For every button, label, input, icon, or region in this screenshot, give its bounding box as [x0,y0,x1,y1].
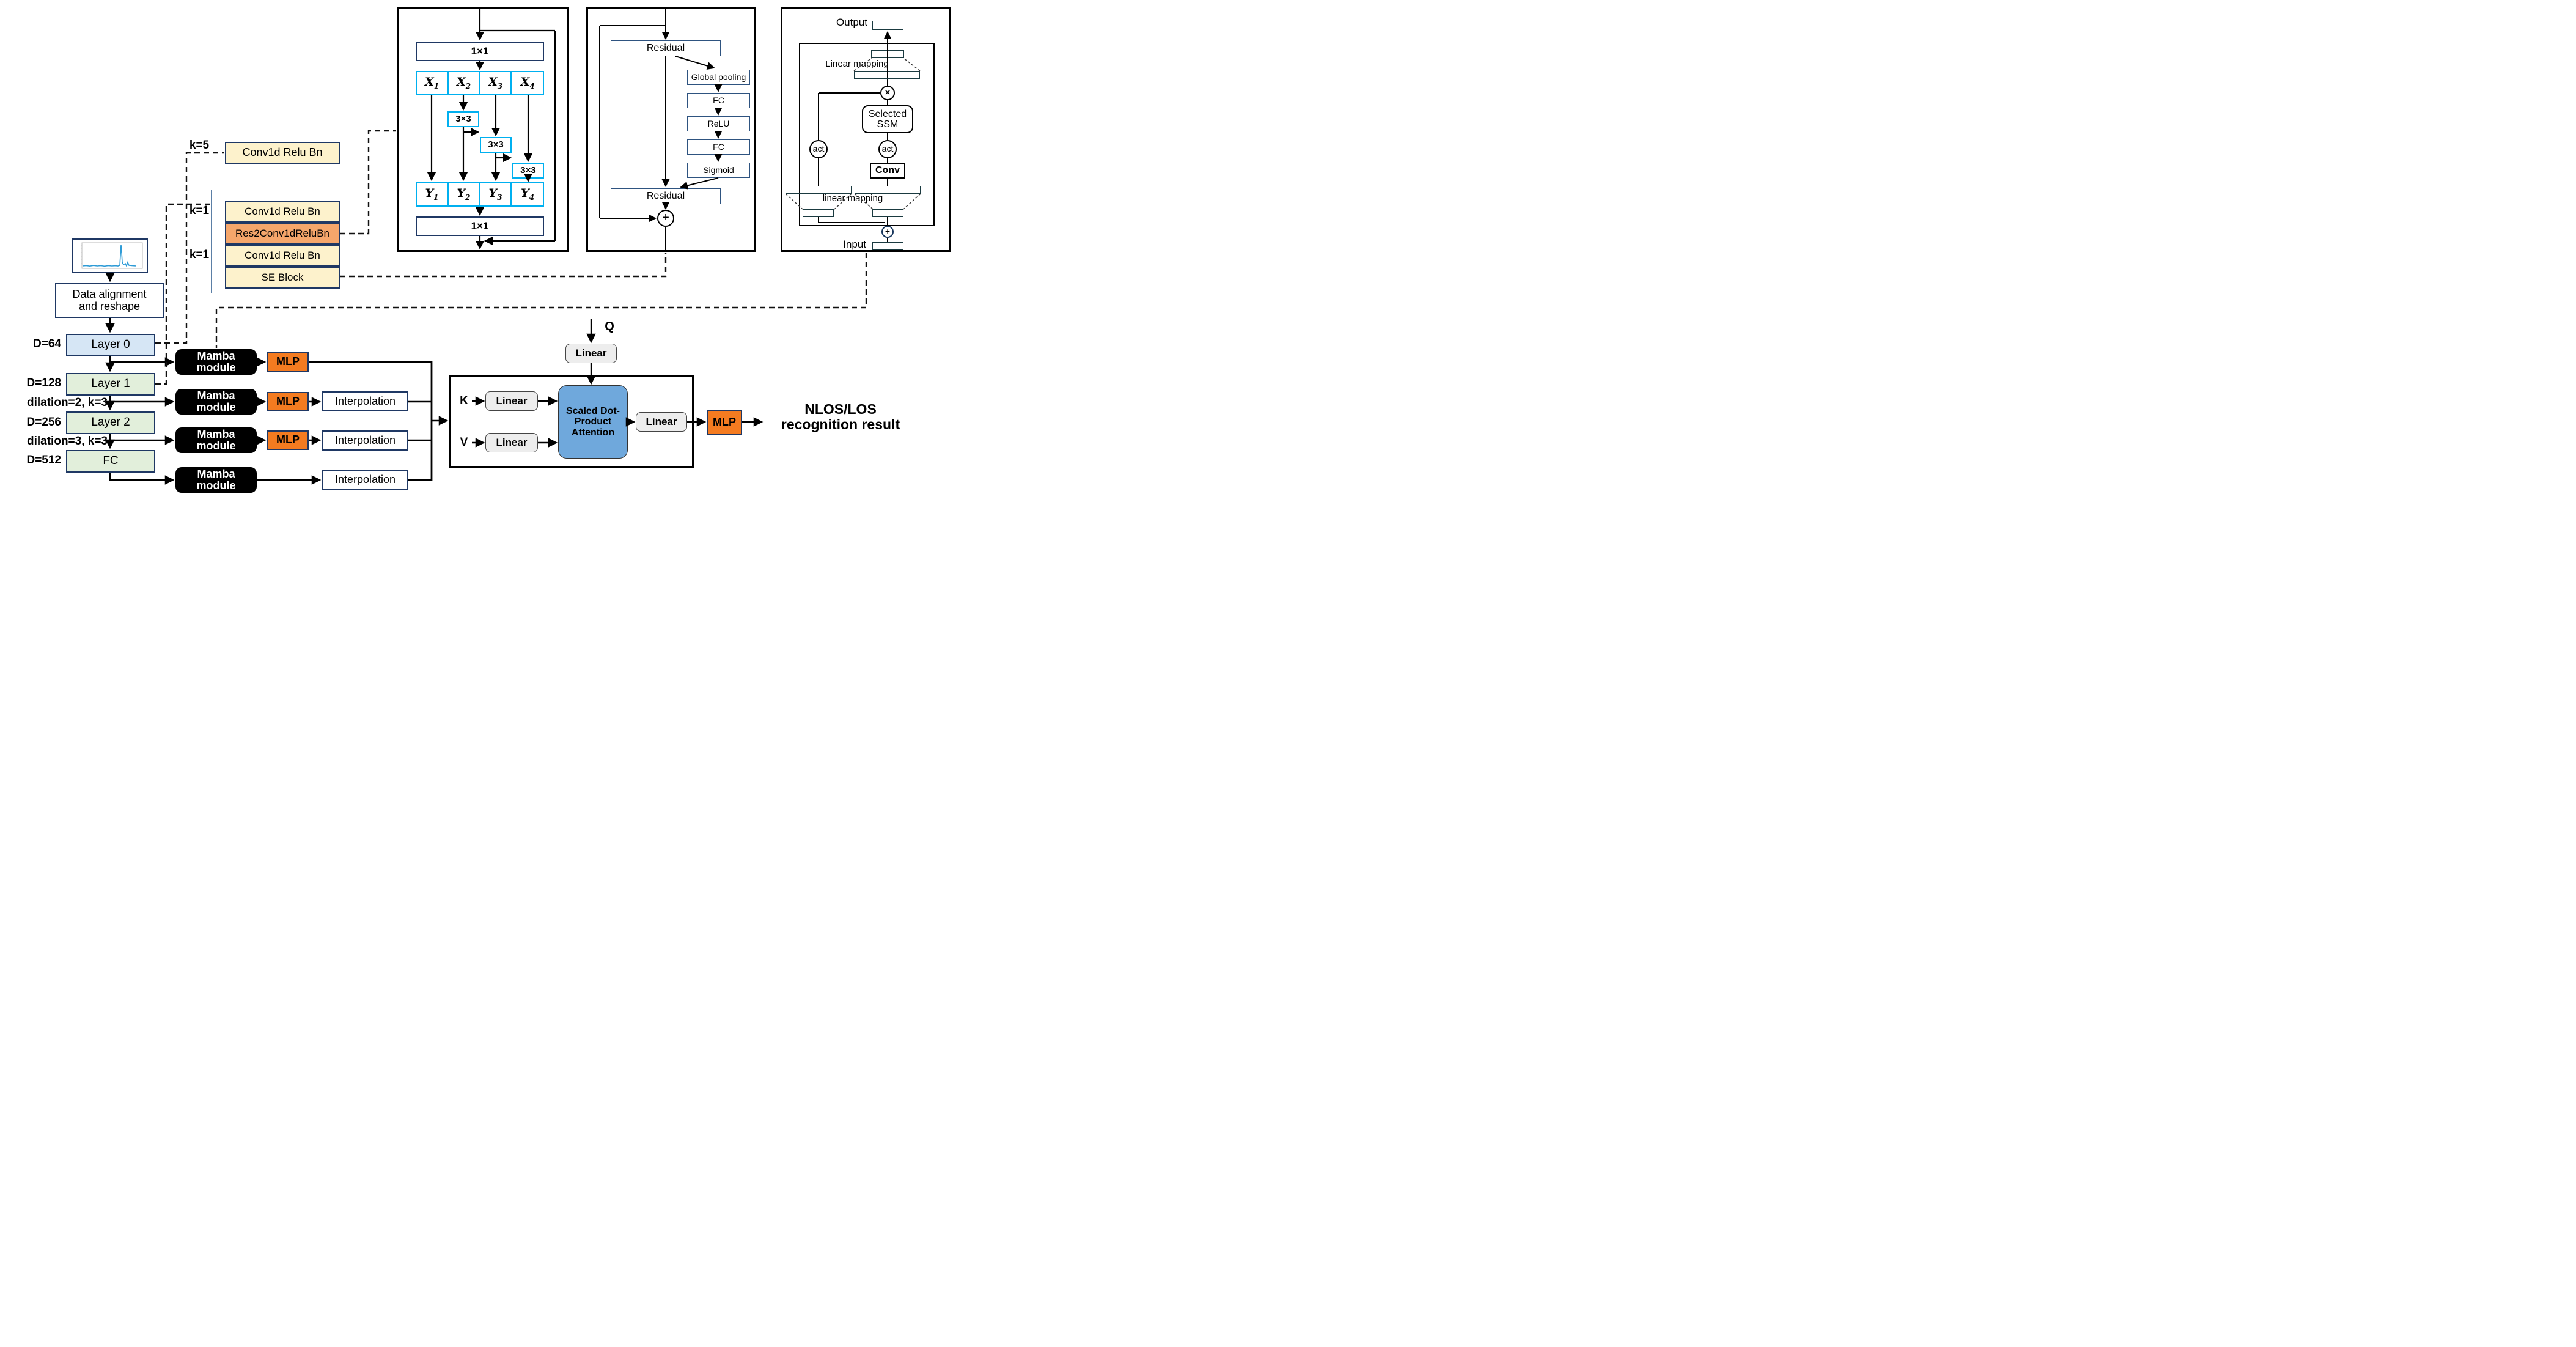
y1-label: Y1 [425,186,439,202]
conv1d-k5-box: Conv1d Relu Bn [225,142,340,164]
se-residual-top: Residual [611,40,721,56]
pipeline-arrows [256,357,449,485]
res2-conv3x3-1: 3×3 [447,111,479,127]
result-line2: recognition result [781,416,900,432]
y4-label: Y4 [521,186,534,202]
mamba-conv-box: Conv [870,163,905,179]
linear-k-box: Linear [485,391,538,411]
se-fc-2: FC [687,139,750,155]
architecture-figure: 1×1 X1 X2 X3 X4 3×3 3×3 3×3 Y1 Y2 Y3 Y4 … [0,0,959,501]
y2-cell: Y2 [447,182,480,207]
result-text: NLOS/LOS recognition result [764,397,917,437]
se-fc-1: FC [687,93,750,108]
x2-label: X2 [456,75,471,90]
output-token-strip [872,21,903,30]
result-line1: NLOS/LOS [804,401,877,418]
dim-annotation-d512: D=512 [26,454,61,467]
y3-cell: Y3 [479,182,512,207]
interpolation-box-2: Interpolation [322,430,408,451]
mamba-input-label: Input [843,238,866,250]
seblock-to-sepanel-link [340,253,667,278]
mamba-module-2: Mamba module [175,389,257,415]
se-residual-bottom: Residual [611,188,721,204]
multiply-icon: × [880,86,895,100]
mamba-module-4: Mamba module [175,467,257,493]
mamba-module-1: Mamba module [175,349,257,375]
y3-label: Y3 [488,186,502,202]
x2-cell: X2 [447,71,480,95]
interpolation-box-1: Interpolation [322,391,408,411]
x1-cell: X1 [416,71,448,95]
k1-annotation-2: k=1 [189,248,210,261]
res2-conv1x1-in: 1×1 [416,42,544,61]
se-global-pooling: Global pooling [687,70,750,85]
y2-label: Y2 [457,186,471,202]
add-icon: + [881,226,894,238]
mlp-box-2: MLP [267,392,309,411]
k1-annotation-1: k=1 [189,204,210,217]
q-label: Q [605,320,614,334]
k5-annotation: k=5 [189,139,210,152]
dim-annotation-d64: D=64 [33,338,61,350]
conv1x1-out-label: 1×1 [471,220,489,232]
res2-y-concat-row: Y1 Y2 Y3 Y4 [416,182,544,207]
se-sigmoid: Sigmoid [687,163,750,178]
linear-q-box: Linear [565,344,617,363]
mamba-module-3: Mamba module [175,427,257,453]
se-block-box: SE Block [225,267,340,289]
input-token-strip-right [872,209,903,217]
v-label: V [460,435,468,449]
act-left-circle: act [809,140,828,158]
y1-cell: Y1 [416,182,448,207]
input-signal-image [72,238,148,273]
layer-0-box: Layer 0 [66,334,155,356]
input-signal-plot [81,242,143,269]
linear-v-box: Linear [485,433,538,452]
conv1x1-label: 1×1 [471,45,489,57]
linear-mapping-bottom-label: linear mapping [822,193,883,204]
x3-label: X3 [488,75,503,90]
interpolation-box-3: Interpolation [322,470,408,490]
se-relu: ReLU [687,116,750,131]
res2-conv3x3-2: 3×3 [480,137,512,153]
input-token-strip [872,242,903,250]
layer-1-box: Layer 1 [66,373,155,396]
res2-x-split-row: X1 X2 X3 X4 [416,71,544,95]
input-token-strip-left [803,209,834,217]
act-right-circle: act [878,140,897,158]
y4-cell: Y4 [511,182,544,207]
dilation-note-1: dilation=2, k=3 [27,396,108,409]
se-add-icon: + [657,210,674,227]
layer-2-box: Layer 2 [66,411,155,434]
mlp-box-1: MLP [267,352,309,372]
mlp-box-3: MLP [267,430,309,450]
res2-conv3x3-3: 3×3 [512,163,544,179]
x3-cell: X3 [479,71,512,95]
conv1d-k1-box-1: Conv1d Relu Bn [225,201,340,223]
mapped-token-strip-top [871,50,904,58]
wide-token-strip [854,71,920,79]
res2-conv1x1-out: 1×1 [416,216,544,236]
mamba-output-label: Output [836,16,867,28]
dim-annotation-d256: D=256 [26,416,61,429]
x4-cell: X4 [511,71,544,95]
fc-box: FC [66,450,155,473]
dim-annotation-d128: D=128 [26,377,61,389]
dilation-note-2: dilation=3, k=3 [27,435,108,448]
x1-label: X1 [424,75,440,90]
linear-out-box: Linear [636,412,687,432]
res2conv1d-box: Res2Conv1dReluBn [225,223,340,245]
scaled-dot-product-attention-box: Scaled Dot-Product Attention [558,385,628,459]
final-mlp-box: MLP [707,410,742,435]
linear-mapping-top-label: Linear mapping [825,58,889,69]
x4-label: X4 [520,75,535,90]
conv1d-k1-box-2: Conv1d Relu Bn [225,245,340,267]
k-label: K [460,394,468,407]
